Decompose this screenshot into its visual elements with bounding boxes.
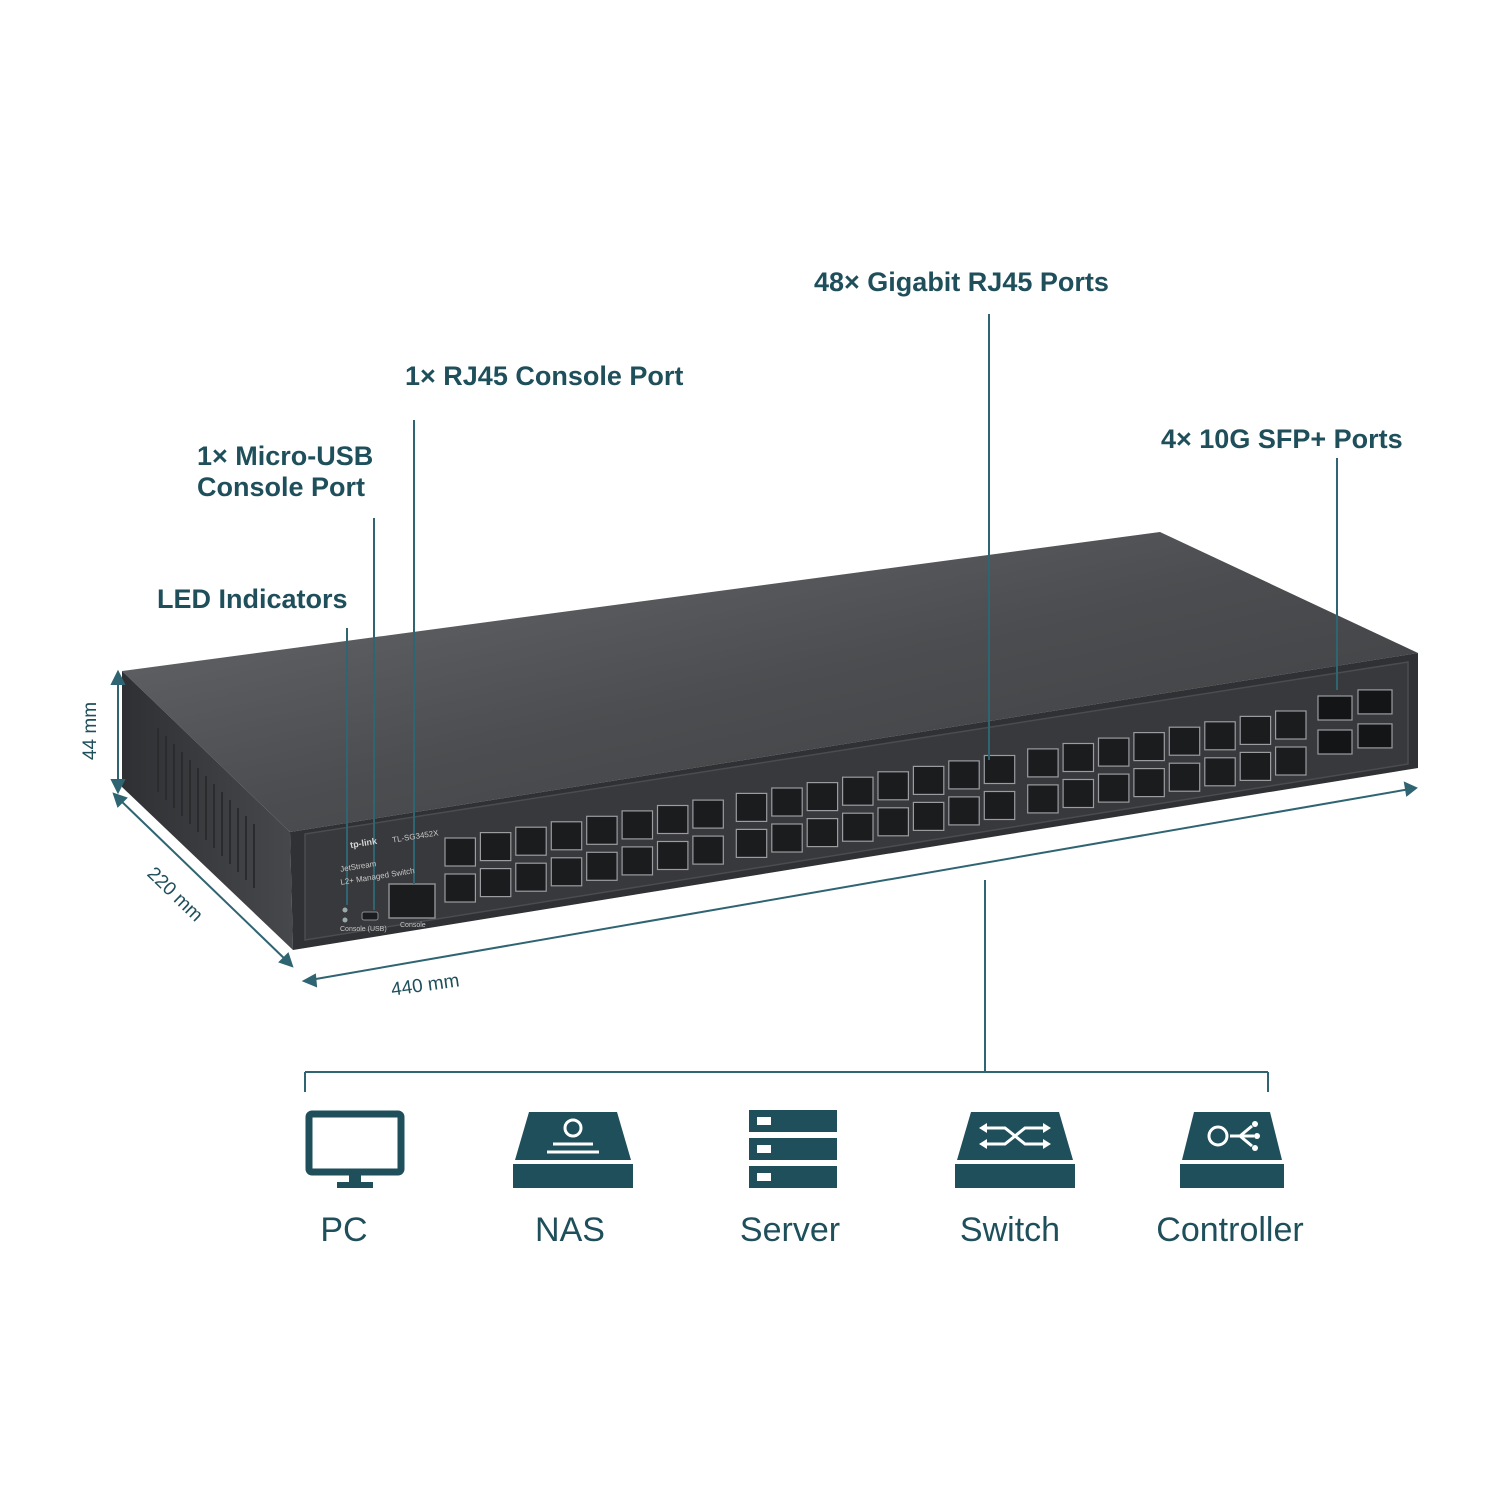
rj45-port: [841, 776, 874, 806]
device-label-server: Server: [739, 1211, 841, 1249]
rj45-port: [656, 840, 689, 871]
server-icon: [749, 1110, 837, 1188]
rj45-port: [515, 826, 547, 856]
rj45-port: [1274, 746, 1307, 776]
device-label-nas: NAS: [535, 1211, 605, 1249]
sfp-port: [1317, 695, 1353, 721]
chassis-side: [122, 671, 293, 950]
rj45-port: [771, 823, 803, 853]
led-indicator: [342, 917, 348, 923]
rj45-port: [912, 801, 945, 832]
side-vents: [157, 728, 255, 888]
rj45-port: [735, 828, 768, 859]
rj45-port: [444, 873, 476, 903]
callout-micro-usb-line1: 1× Micro-USB: [197, 441, 374, 471]
rj45-port: [912, 765, 945, 796]
rj45-port: [692, 799, 724, 829]
console-label: Console: [400, 922, 426, 929]
rj45-port: [1168, 762, 1201, 792]
callout-sfp-ports: 4× 10G SFP+ Ports: [1161, 424, 1403, 454]
rj45-port: [1097, 737, 1130, 767]
nas-storage-icon: [513, 1112, 633, 1188]
dimension-height: 44 mm: [80, 701, 102, 761]
rj45-port: [479, 867, 512, 898]
rj45-port: [877, 771, 909, 801]
rj45-port: [1239, 715, 1272, 746]
rj45-port: [983, 790, 1016, 821]
sfp-port: [1317, 729, 1353, 755]
rj45-port: [771, 787, 803, 817]
rj45-port: [948, 760, 980, 790]
callout-led-indicators: LED Indicators: [157, 584, 348, 614]
switch-icon: [955, 1112, 1075, 1188]
rj45-port: [1239, 751, 1272, 782]
rj45-port: [1027, 784, 1059, 814]
rj45-port: [1133, 731, 1165, 762]
device-label-pc: PC: [320, 1211, 368, 1249]
rj45-port: [479, 831, 512, 862]
callout-gigabit-ports: 48× Gigabit RJ45 Ports: [814, 267, 1109, 297]
console-usb-label: Console (USB): [340, 926, 387, 933]
leader-lines: [304, 314, 1338, 1092]
device-label-controller: Controller: [1156, 1211, 1304, 1249]
rj45-port: [586, 851, 618, 881]
rj45-port-grid: [444, 710, 1307, 903]
rj45-port: [1204, 721, 1236, 751]
rj45-port: [1274, 710, 1307, 740]
rj45-port: [877, 807, 909, 837]
sfp-port-grid: [1317, 689, 1393, 755]
rj45-port: [806, 817, 839, 848]
rj45-port: [1133, 767, 1165, 798]
rj45-port: [735, 792, 768, 823]
rj45-port: [444, 837, 476, 867]
pc-monitor-icon: [305, 1110, 405, 1188]
controller-icon: [1180, 1112, 1284, 1188]
rj45-port: [1027, 748, 1059, 778]
rj45-port: [621, 810, 654, 840]
rj45-port: [1097, 773, 1130, 803]
rj45-port: [621, 846, 654, 876]
rj45-port: [656, 804, 689, 835]
led-indicator: [342, 907, 348, 913]
chassis-top: [122, 532, 1418, 832]
rj45-port: [550, 857, 583, 887]
callout-micro-usb-line2: Console Port: [197, 472, 366, 502]
callout-rj45-console: 1× RJ45 Console Port: [405, 361, 684, 391]
rj45-console-port: [388, 883, 436, 919]
device-label-switch: Switch: [959, 1211, 1061, 1249]
rj45-port: [806, 781, 839, 812]
rj45-port: [1062, 778, 1095, 809]
sfp-port: [1357, 723, 1393, 749]
dimension-lines: [110, 669, 1418, 988]
micro-usb-port: [361, 911, 379, 921]
rj45-port: [1168, 726, 1201, 756]
rj45-port: [1204, 757, 1236, 787]
rj45-port: [550, 821, 583, 851]
rj45-port: [586, 815, 618, 845]
sfp-port: [1357, 689, 1393, 715]
rj45-port: [1062, 742, 1095, 773]
rj45-port: [948, 796, 980, 826]
rj45-port: [515, 862, 547, 892]
rj45-port: [692, 835, 724, 865]
rj45-port: [841, 812, 874, 842]
rj45-port: [983, 754, 1016, 785]
